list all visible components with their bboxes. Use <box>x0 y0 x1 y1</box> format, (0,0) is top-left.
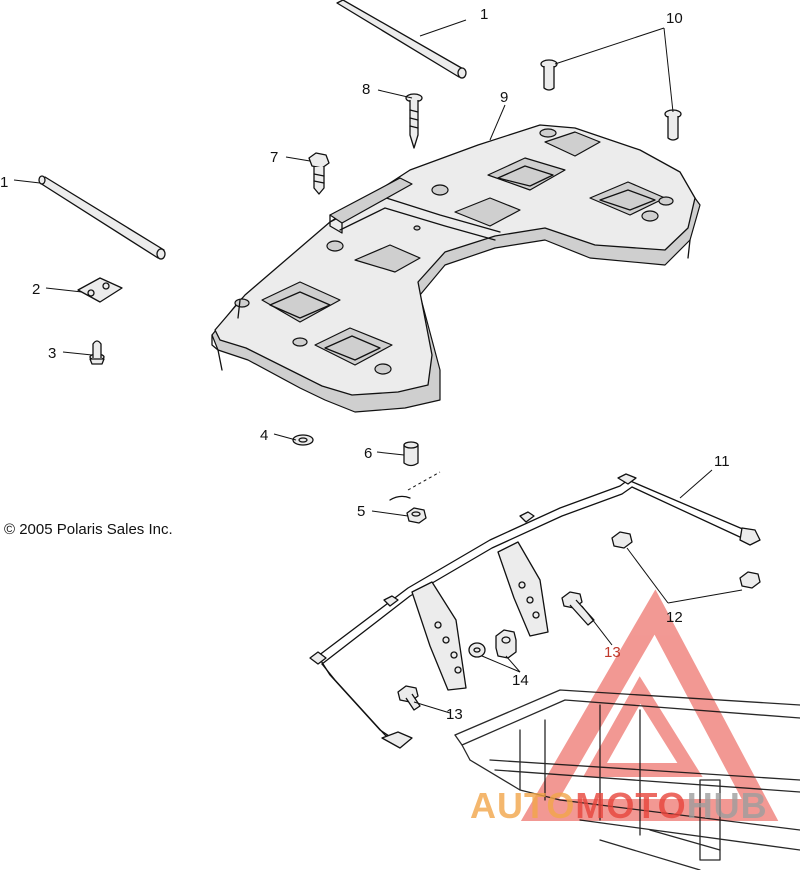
part-6-sleeve <box>403 441 441 491</box>
callout-4: 4 <box>260 427 268 444</box>
watermark-text: AUTOMOTOHUB <box>470 785 768 826</box>
callout-7: 7 <box>270 149 278 166</box>
watermark-text-hub: HUB <box>687 785 768 826</box>
part-3-rivet <box>89 340 105 365</box>
watermark-text-moto: MOTO <box>575 785 686 826</box>
part-1-rod-upper <box>336 0 467 79</box>
part-7-bolt <box>308 152 330 195</box>
callout-13-upper: 13 <box>604 644 621 661</box>
copyright-notice: © 2005 Polaris Sales Inc. <box>4 521 173 538</box>
callout-6: 6 <box>364 445 372 462</box>
leader-lines <box>13 19 743 714</box>
part-14-spacers <box>468 629 517 659</box>
part-4-washer <box>292 434 314 446</box>
chassis-frame <box>454 689 800 870</box>
watermark-text-auto: AUTO <box>470 785 575 826</box>
part-12-nuts <box>611 531 761 589</box>
callout-5: 5 <box>357 503 365 520</box>
callout-12: 12 <box>666 609 683 626</box>
callout-13-lower: 13 <box>446 706 463 723</box>
callout-3: 3 <box>48 345 56 362</box>
callout-10: 10 <box>666 10 683 27</box>
callout-labels: 1 1 2 3 4 5 6 7 8 9 10 11 12 13 13 14 <box>0 6 730 723</box>
part-13-bolts <box>397 591 595 711</box>
callout-14: 14 <box>512 672 529 689</box>
callout-8: 8 <box>362 81 370 98</box>
callout-1-upper: 1 <box>480 6 488 23</box>
part-1-rod-left <box>38 175 166 260</box>
callout-9: 9 <box>500 89 508 106</box>
watermark-logo <box>520 589 779 821</box>
part-11-frame <box>309 473 761 749</box>
part-8-screw <box>405 93 423 149</box>
part-5-nut <box>389 495 427 524</box>
callout-2: 2 <box>32 281 40 298</box>
part-10-bolts <box>540 59 682 141</box>
part-2-clip <box>77 277 123 303</box>
svg-text:AUTOMOTOHUB: AUTOMOTOHUB <box>470 785 768 826</box>
callout-11: 11 <box>714 453 730 470</box>
part-9-rear-rack <box>211 124 701 413</box>
callout-1-left: 1 <box>0 174 8 191</box>
